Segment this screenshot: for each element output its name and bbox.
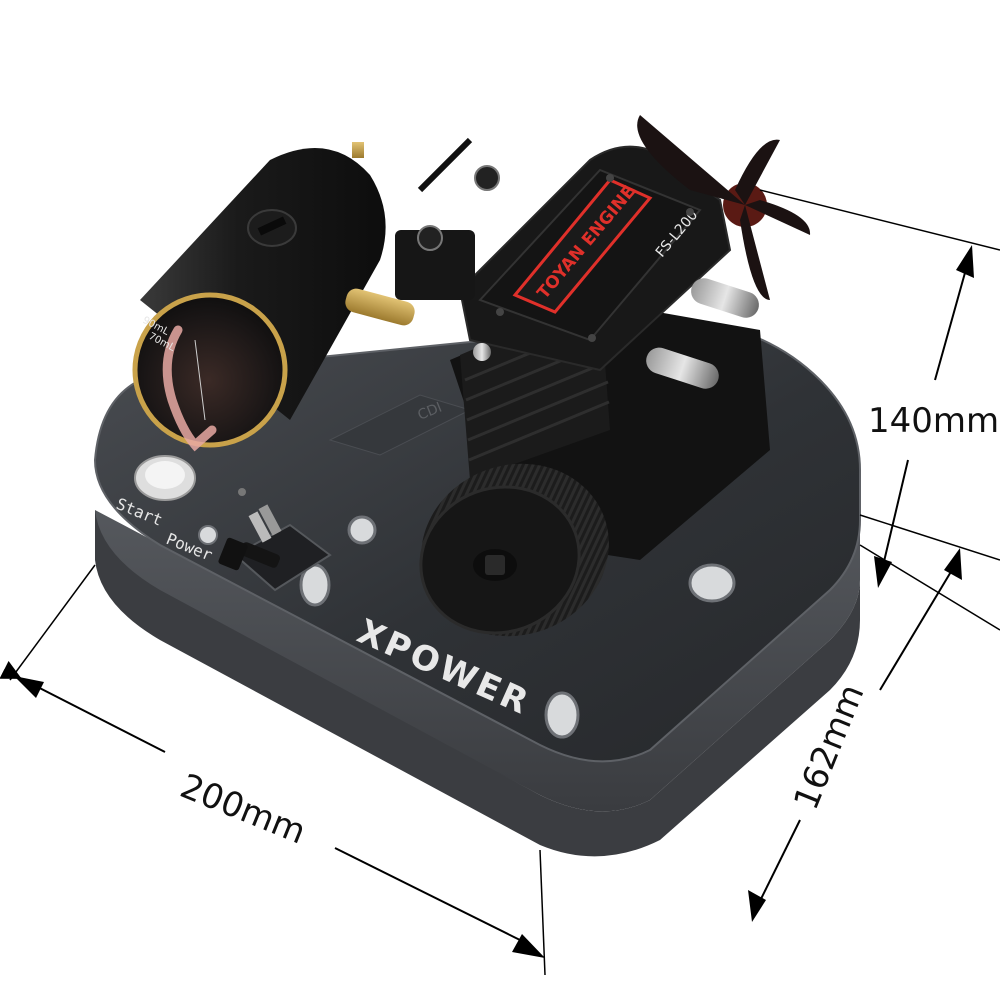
power-switch[interactable] — [218, 504, 332, 592]
dimension-height: 140mm — [759, 189, 1000, 588]
start-button[interactable] — [134, 455, 196, 501]
indicator-led — [238, 488, 246, 496]
throttle-screw — [473, 343, 491, 361]
cooling-fan — [637, 115, 811, 300]
fuel-sight-tube — [162, 325, 217, 452]
mounting-slot — [544, 691, 580, 739]
exhaust-pipe — [646, 278, 759, 389]
carburetor — [345, 137, 500, 361]
mounting-slot — [688, 563, 736, 603]
height-dimension-label: 140mm — [868, 401, 999, 441]
flywheel — [419, 463, 609, 637]
fuel-tank: 90mL 70mL — [132, 142, 386, 452]
fuel-nipple — [352, 142, 364, 158]
mounting-hole — [198, 525, 218, 545]
mounting-hole — [347, 515, 377, 545]
width-dimension-label: 200mm — [175, 766, 312, 852]
